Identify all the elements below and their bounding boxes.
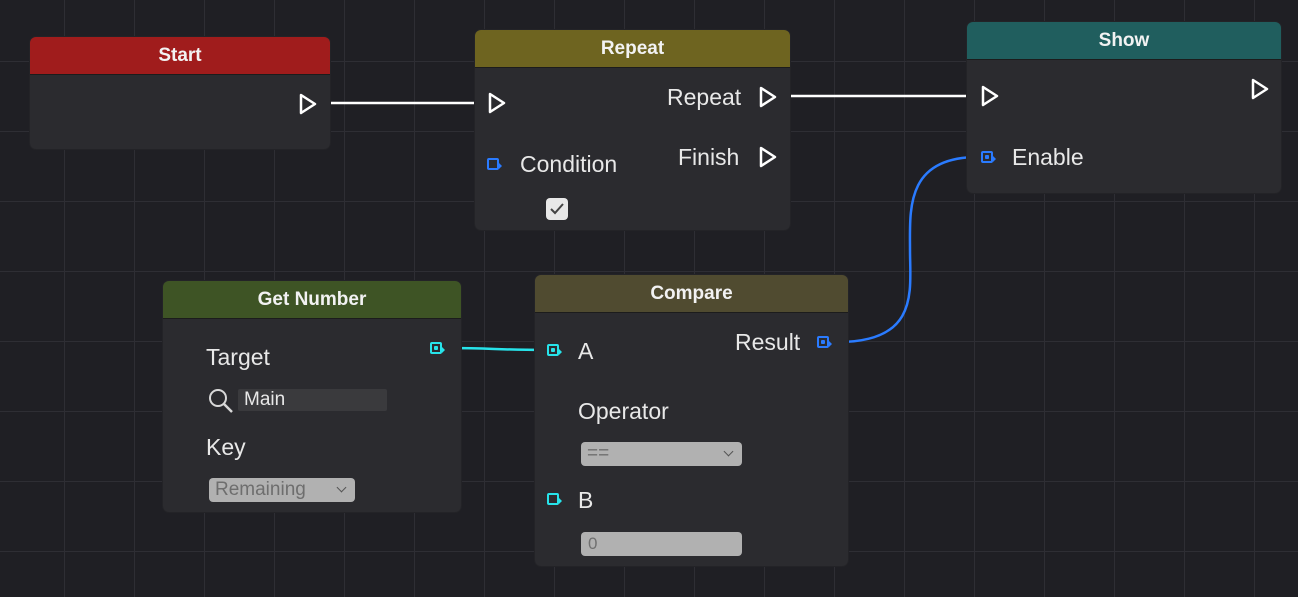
exec-out-finish-icon[interactable] (758, 146, 778, 168)
node-repeat-title: Repeat (600, 38, 665, 59)
key-label: Key (206, 434, 246, 460)
finish-label: Finish (678, 144, 740, 170)
operator-dropdown-value: == (587, 443, 610, 464)
a-label: A (578, 338, 594, 364)
node-compare-title: Compare (650, 283, 733, 304)
b-label: B (578, 487, 594, 513)
enable-port[interactable] (981, 151, 996, 163)
node-repeat-header[interactable]: Repeat (475, 30, 790, 68)
wire-getnumber-to-compare-a[interactable] (449, 346, 545, 352)
a-port[interactable] (547, 344, 562, 356)
node-compare[interactable]: Compare A Result Operator == B 0 (535, 275, 848, 566)
repeat-out-label: Repeat (667, 84, 742, 110)
exec-out-icon[interactable] (1250, 78, 1270, 100)
b-port[interactable] (547, 493, 562, 505)
node-show-title: Show (1098, 30, 1150, 51)
condition-label: Condition (520, 151, 618, 177)
node-show-header[interactable]: Show (967, 22, 1281, 60)
target-input[interactable]: Main (238, 389, 387, 411)
enable-label: Enable (1012, 144, 1084, 170)
key-dropdown-value: Remaining (215, 479, 306, 500)
exec-in-icon[interactable] (487, 92, 507, 114)
node-get-number-title: Get Number (257, 289, 367, 310)
chevron-down-icon (336, 482, 347, 493)
get-number-out-port[interactable] (430, 342, 445, 354)
node-get-number[interactable]: Get Number Target Main Key Remaining (163, 281, 461, 512)
chevron-down-icon (723, 446, 734, 457)
exec-out-icon[interactable] (298, 93, 318, 115)
node-repeat[interactable]: Repeat Repeat Condition Finish (475, 30, 790, 230)
b-value-input[interactable]: 0 (581, 532, 742, 556)
operator-label: Operator (578, 398, 669, 424)
target-label: Target (206, 344, 270, 370)
node-start-title: Start (158, 45, 202, 66)
search-icon[interactable] (207, 387, 235, 415)
exec-out-repeat-icon[interactable] (758, 86, 778, 108)
node-show[interactable]: Show Enable (967, 22, 1281, 193)
checkmark-icon (550, 203, 564, 215)
node-start[interactable]: Start (30, 37, 330, 149)
node-start-header[interactable]: Start (30, 37, 330, 75)
wire-result-to-enable[interactable] (837, 155, 979, 344)
node-compare-header[interactable]: Compare (535, 275, 848, 313)
result-port[interactable] (817, 336, 832, 348)
exec-in-icon[interactable] (980, 85, 1000, 107)
condition-port[interactable] (487, 158, 502, 170)
condition-checkbox[interactable] (546, 198, 568, 220)
operator-dropdown[interactable]: == (581, 442, 742, 466)
node-get-number-header[interactable]: Get Number (163, 281, 461, 319)
result-label: Result (735, 329, 801, 355)
key-dropdown[interactable]: Remaining (209, 478, 355, 502)
